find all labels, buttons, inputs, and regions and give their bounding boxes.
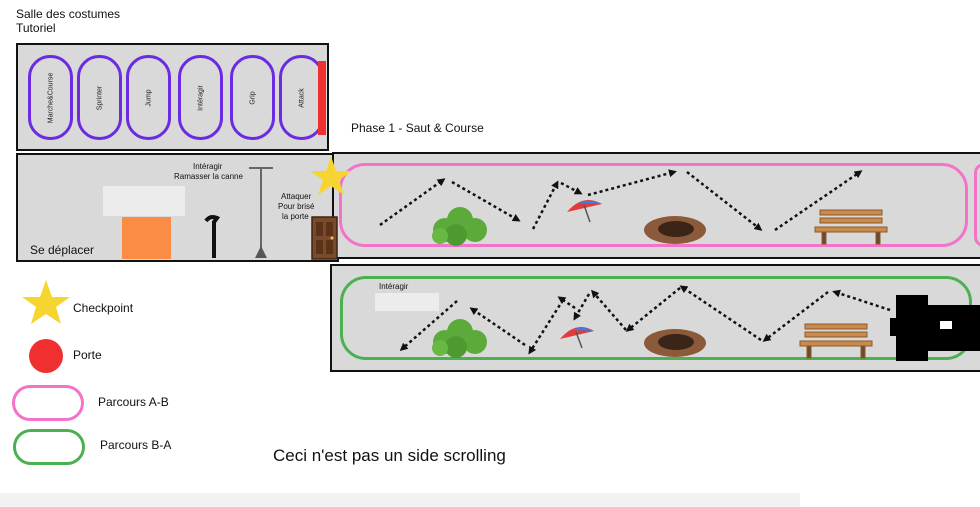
crate	[122, 217, 171, 259]
legend-checkpoint-label: Checkpoint	[73, 301, 134, 315]
bush-icon	[432, 319, 487, 358]
phase-title: Phase 1 - Saut & Course	[351, 121, 484, 135]
interact-cane-label-1: Intéragir	[193, 162, 223, 171]
skill-pill-grip: Grip	[230, 55, 275, 140]
route-ba-path	[399, 285, 891, 355]
cane-icon	[204, 215, 221, 258]
skill-pill-jump: Jump	[126, 55, 171, 140]
parasol-icon	[567, 199, 602, 223]
interact-cane-label-2: Ramasser la canne	[174, 172, 243, 181]
legend-parcours-ab-ring	[12, 385, 84, 421]
legend-parcours-ab-label: Parcours A-B	[98, 395, 169, 409]
door-icon	[311, 216, 338, 260]
legend-porte-dot	[29, 339, 63, 373]
hole-icon	[644, 329, 706, 357]
attack-door-label-2: Pour brisé	[278, 202, 315, 211]
star-icon	[22, 280, 70, 324]
legend-porte-label: Porte	[73, 348, 102, 362]
skill-pill-interagir: Intéragir	[178, 55, 223, 140]
info-panel-ba	[375, 293, 439, 311]
info-panel	[103, 186, 185, 216]
bush-icon	[432, 207, 487, 246]
tutorial-door-red	[318, 61, 326, 135]
route-ab-path	[379, 169, 863, 232]
skill-pill-sprinter: Sprinter	[77, 55, 122, 140]
parasol-icon	[560, 326, 594, 349]
star-icon	[310, 156, 352, 195]
lamp-icon	[249, 167, 273, 258]
movement-room	[16, 153, 339, 262]
route-ab-track	[339, 163, 968, 247]
attack-door-label-3: la porte	[282, 212, 309, 221]
bench-icon	[814, 209, 888, 245]
diagram-subtitle: Tutoriel	[16, 21, 56, 35]
note-text: Ceci n'est pas un side scrolling	[273, 446, 506, 465]
hole-icon	[644, 216, 706, 244]
attack-door-label-1: Attaquer	[281, 192, 312, 201]
legend-parcours-ba-ring	[13, 429, 85, 465]
move-room-label: Se déplacer	[30, 243, 95, 257]
gate-icon	[890, 295, 980, 361]
legend-parcours-ba-label: Parcours B-A	[100, 438, 172, 452]
bench-icon	[799, 323, 873, 359]
skill-pill-marche-course: Marche&Course	[28, 55, 73, 140]
diagram-title: Salle des costumes	[16, 7, 121, 21]
route-ba-interact-label: Intéragir	[379, 282, 409, 291]
